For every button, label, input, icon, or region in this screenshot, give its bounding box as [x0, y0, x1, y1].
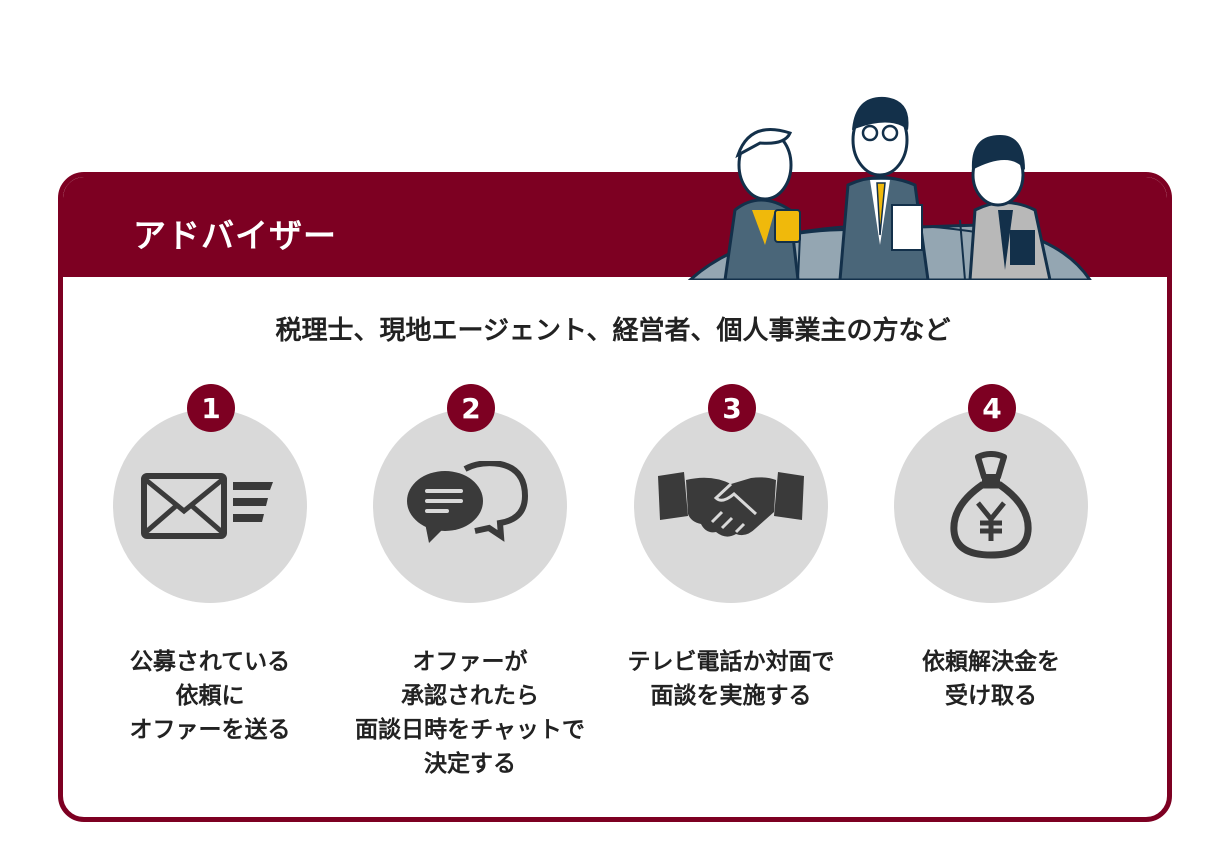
caption-line: 決定する: [424, 751, 516, 777]
caption-line: オファーを送る: [129, 717, 291, 743]
yen-money-bag-icon: [950, 451, 1032, 559]
step-number-badge: 3: [708, 384, 756, 432]
step-caption: テレビ電話か対面で 面談を実施する: [581, 645, 881, 713]
step-number-badge: 1: [187, 384, 235, 432]
caption-line: 面談日時をチャットで: [355, 717, 585, 743]
advisors-illustration: [687, 96, 1092, 280]
advisor-types: 税理士、現地エージェント、経営者、個人事業主の方など: [275, 316, 951, 346]
mail-icon: [141, 473, 273, 539]
step-caption: オファーが 承認されたら 面談日時をチャットで 決定する: [320, 645, 620, 781]
step-caption: 公募されている 依頼に オファーを送る: [60, 645, 360, 747]
card-title: アドバイザー: [133, 216, 337, 255]
caption-line: テレビ電話か対面で: [627, 649, 835, 675]
caption-line: 受け取る: [945, 683, 1037, 709]
caption-line: 公募されている: [129, 649, 291, 675]
step-caption: 依頼解決金を 受け取る: [841, 645, 1141, 713]
handshake-icon: [658, 472, 804, 537]
chat-bubbles-icon: [407, 461, 529, 543]
step-icon-circle: [113, 409, 307, 603]
step-icon-circle: [894, 409, 1088, 603]
step-number-badge: 4: [968, 384, 1016, 432]
caption-line: 依頼解決金を: [922, 649, 1060, 675]
caption-line: 承認されたら: [401, 683, 539, 709]
caption-line: 面談を実施する: [650, 683, 812, 709]
step-number-badge: 2: [447, 384, 495, 432]
step-icon-circle: [634, 409, 828, 603]
caption-line: オファーが: [412, 649, 528, 675]
step-icon-circle: [373, 409, 567, 603]
caption-line: 依頼に: [175, 683, 245, 709]
